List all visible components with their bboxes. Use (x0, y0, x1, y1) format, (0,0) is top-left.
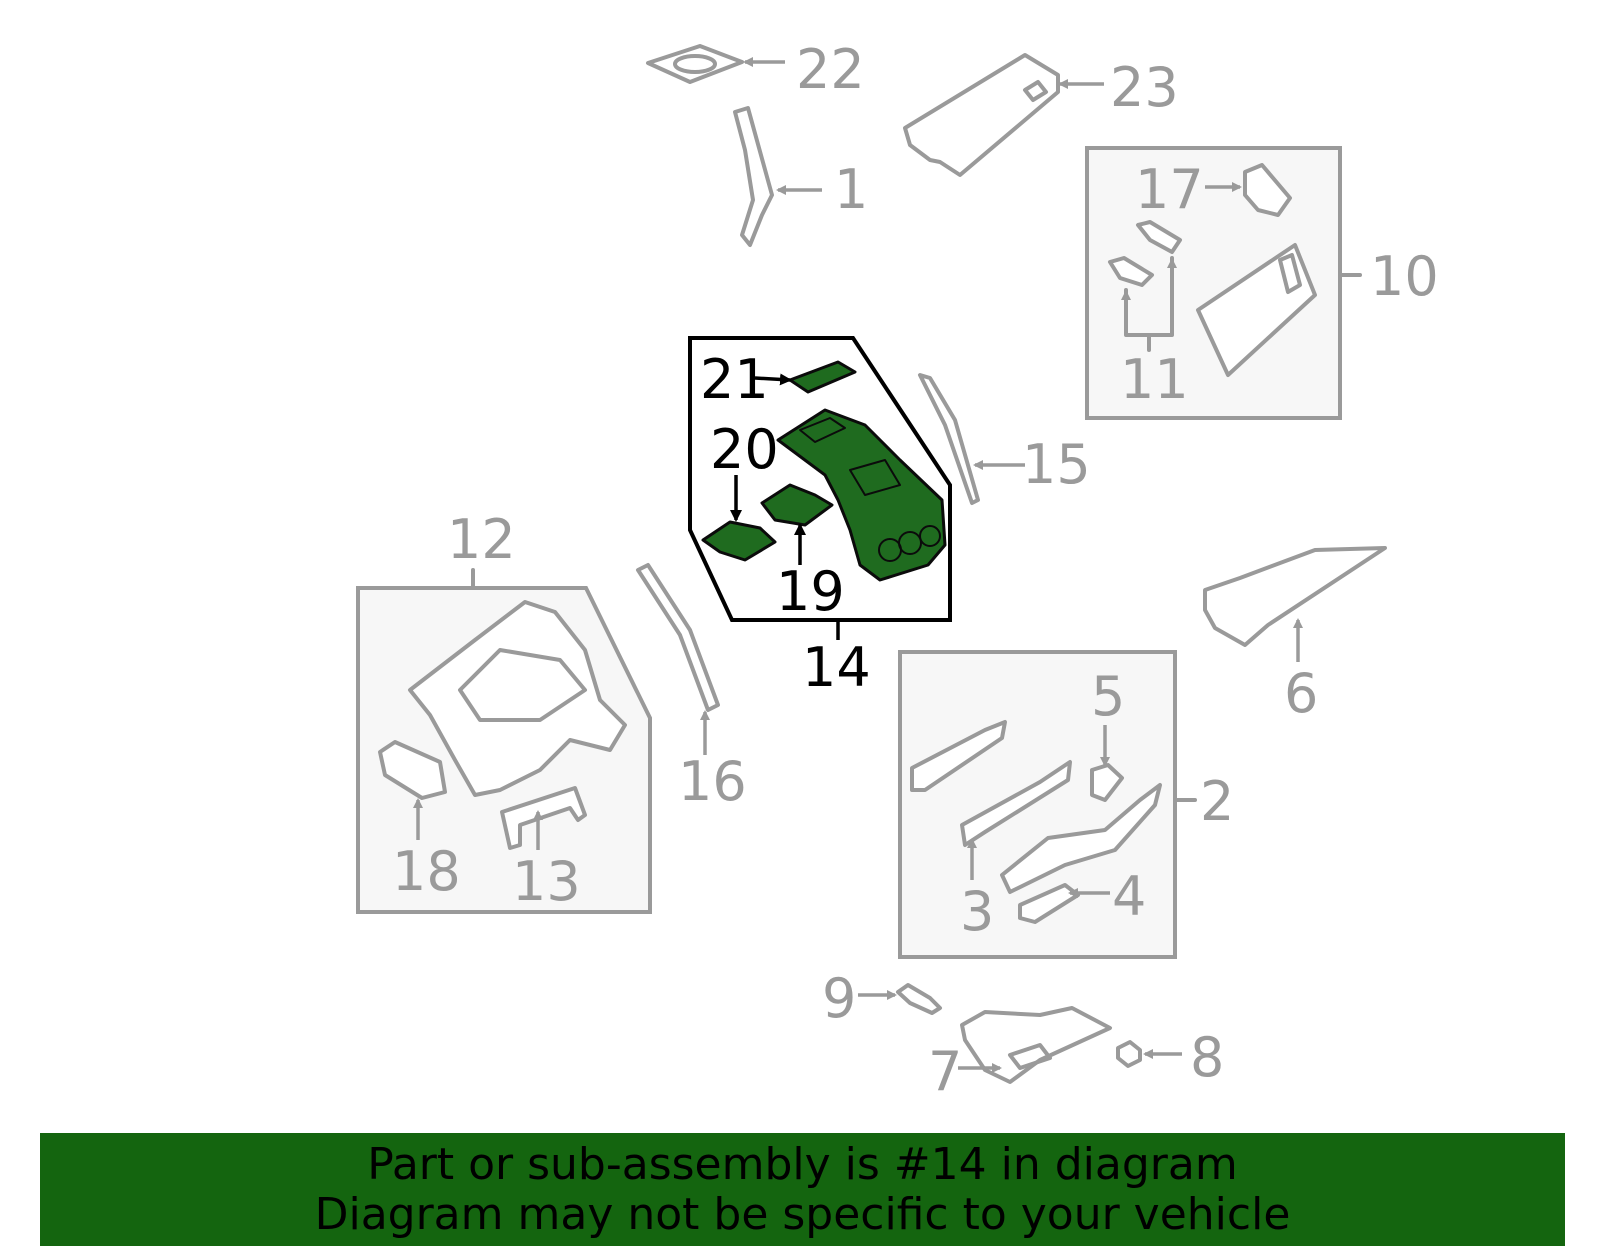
callout-7: 7 (928, 1040, 962, 1103)
part-4[interactable] (1018, 883, 1080, 924)
part-8[interactable]: 8 (1116, 1026, 1224, 1089)
callout-17: 17 (1135, 158, 1204, 221)
part-2-trim[interactable] (910, 720, 1007, 792)
part-11-clip-a[interactable] (1136, 220, 1182, 254)
callout-18: 18 (392, 840, 461, 903)
group-box-10: 10 17 11 (1085, 146, 1439, 420)
part-6[interactable]: 6 (1203, 546, 1387, 725)
part-23[interactable]: 23 (903, 53, 1179, 177)
part-12-panel[interactable] (408, 600, 627, 797)
banner-line-2: Diagram may not be specific to your vehi… (314, 1188, 1291, 1240)
part-7[interactable]: 7 (928, 1006, 1112, 1103)
part-9[interactable]: 9 (822, 967, 942, 1030)
callout-4: 4 (1112, 865, 1146, 928)
callout-16: 16 (678, 750, 747, 813)
part-21[interactable] (788, 360, 857, 394)
callout-9: 9 (822, 967, 856, 1030)
callout-12: 12 (447, 508, 516, 571)
callout-11: 11 (1120, 348, 1189, 411)
part-14-bezel[interactable] (776, 408, 947, 582)
callout-8: 8 (1190, 1026, 1224, 1089)
part-17[interactable] (1243, 163, 1292, 217)
group-box-12: 12 18 13 (356, 508, 652, 914)
info-banner: Part or sub-assembly is #14 in diagram D… (40, 1133, 1565, 1246)
callout-13: 13 (512, 850, 581, 913)
callout-1: 1 (834, 158, 868, 221)
part-1[interactable]: 1 (733, 106, 868, 247)
callout-10: 10 (1370, 245, 1439, 308)
part-20[interactable] (701, 520, 777, 562)
callout-2: 2 (1200, 770, 1234, 833)
part-13[interactable] (500, 786, 587, 850)
callout-21: 21 (700, 348, 769, 411)
part-19[interactable] (760, 483, 834, 527)
callout-22: 22 (796, 38, 865, 101)
callout-5: 5 (1091, 665, 1125, 728)
callout-15: 15 (1022, 433, 1091, 496)
group-box-14: 14 21 20 19 (688, 336, 952, 699)
part-15[interactable]: 15 (918, 373, 1091, 505)
banner-line-1: Part or sub-assembly is #14 in diagram (367, 1138, 1238, 1190)
callout-20: 20 (710, 418, 779, 481)
part-3[interactable] (960, 760, 1072, 847)
part-16[interactable]: 16 (636, 563, 747, 813)
part-18[interactable] (378, 740, 447, 800)
callout-19: 19 (776, 560, 845, 623)
group-box-2: 2 3 5 4 (898, 650, 1234, 959)
callout-3: 3 (960, 880, 994, 943)
callout-14: 14 (802, 636, 871, 699)
callout-23: 23 (1110, 56, 1179, 119)
part-2-lower-trim[interactable] (1000, 783, 1162, 894)
callout-6: 6 (1284, 662, 1318, 725)
part-11-clip-b[interactable] (1108, 256, 1154, 287)
part-22[interactable]: 22 (646, 38, 865, 101)
